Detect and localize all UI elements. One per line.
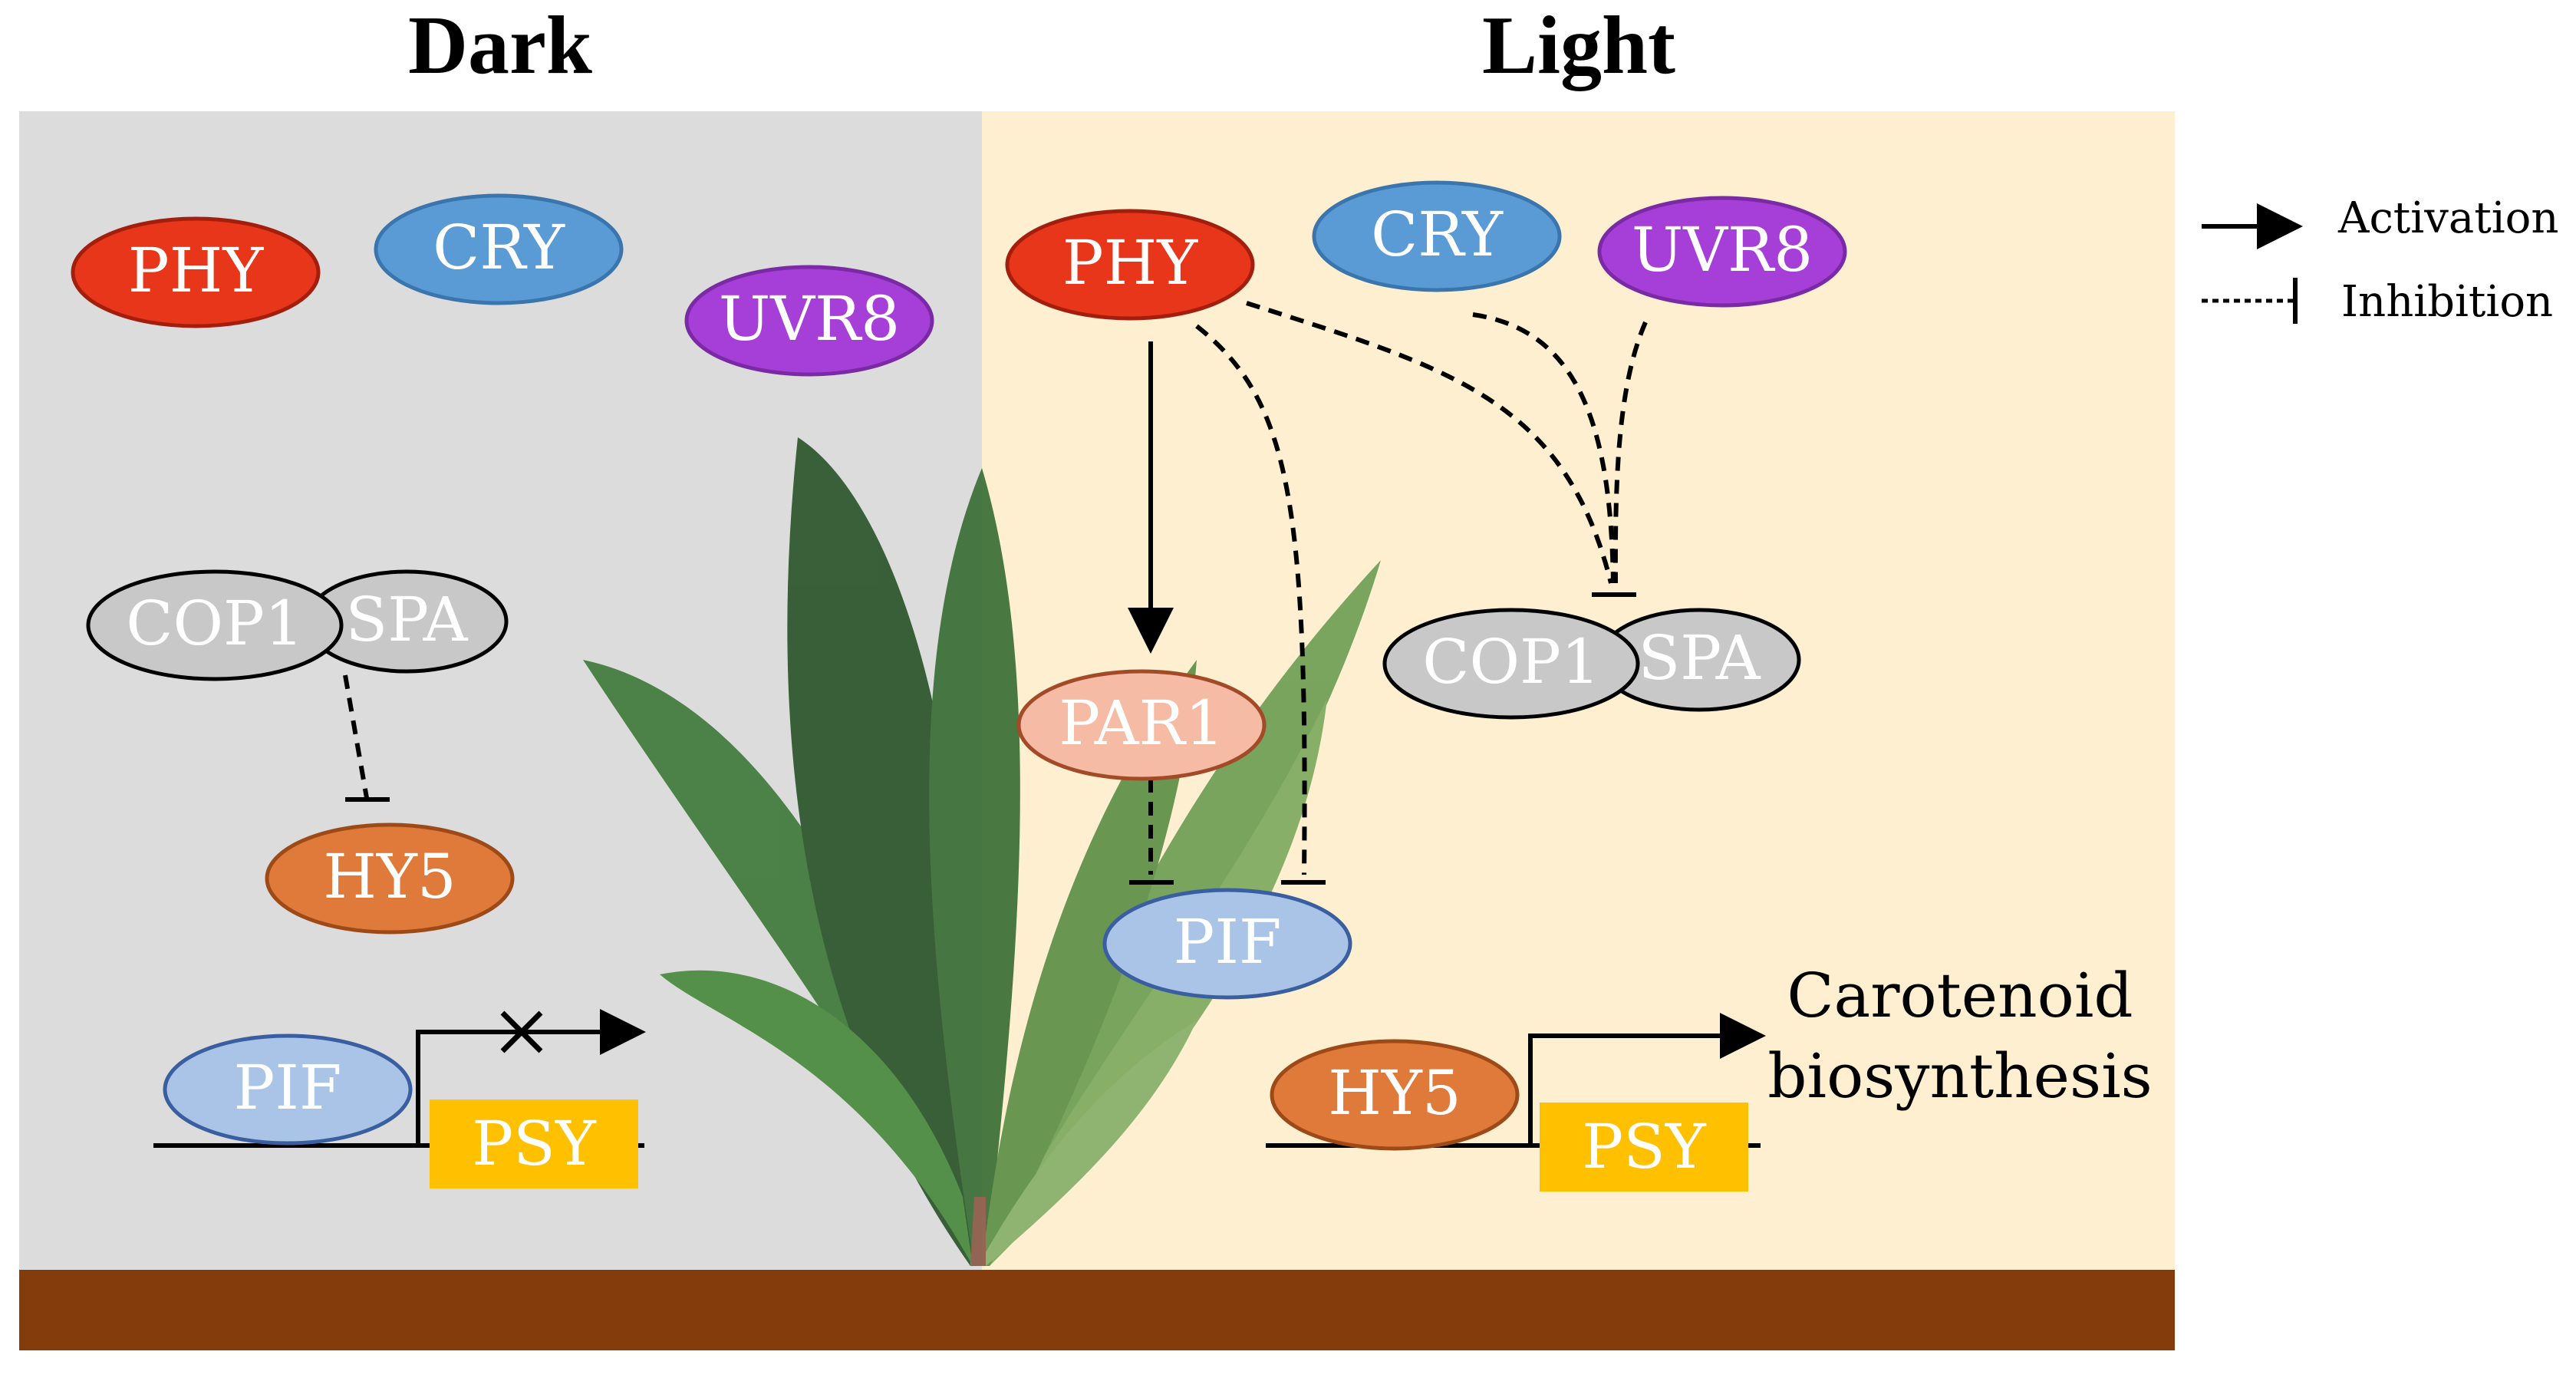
uvr8-inhibits-cop1: [1612, 321, 1648, 584]
dark-cop1-node: [86, 569, 344, 681]
legend-inhibition-label: Inhibition: [2341, 277, 2553, 327]
light-par1-node: [1016, 669, 1267, 781]
output-label-line1: Carotenoid: [1787, 960, 2133, 1031]
light-uvr8-label: UVR8: [1632, 214, 1813, 285]
dark-uvr8-node: [684, 265, 934, 377]
dark-cop1-spa-complex: SPA COP1: [86, 569, 509, 681]
light-cop1-label: COP1: [1422, 626, 1600, 697]
light-title: Light: [1482, 0, 1675, 91]
blocked-transcription-cross: [500, 1010, 543, 1053]
soil-strip: [19, 1270, 2175, 1350]
dark-hy5-label: HY5: [323, 841, 456, 912]
output-label-line2: biosynthesis: [1767, 1040, 2152, 1112]
dark-psy-gene: [430, 1099, 638, 1188]
light-psy-gene: [1540, 1103, 1748, 1192]
dark-cry-node: [374, 193, 624, 305]
light-par1-label: PAR1: [1059, 687, 1224, 759]
light-phy-node: [1005, 209, 1255, 321]
light-spa-label: SPA: [1638, 622, 1761, 694]
dark-pif-node: [163, 1034, 413, 1146]
phy-inhibits-pif: [1195, 324, 1307, 875]
dark-uvr8-label: UVR8: [719, 283, 900, 354]
light-promoter-arrow: [1528, 1013, 1766, 1146]
light-photoreceptors: PHY CRY UVR8: [1005, 180, 1847, 321]
phy-inhibits-cop1: [1246, 301, 1613, 584]
light-cry-label: CRY: [1371, 199, 1504, 270]
light-cop1-node: [1382, 608, 1640, 720]
light-pif-label: PIF: [1174, 906, 1282, 977]
dark-pif-label: PIF: [234, 1052, 342, 1123]
dark-phy-node: [71, 216, 321, 328]
legend: Activation Inhibition: [2202, 193, 2558, 327]
dark-promoter-arrow: [416, 1009, 646, 1146]
light-hy5-node: [1270, 1039, 1520, 1151]
cry-inhibits-cop1: [1472, 312, 1616, 584]
light-pif-node: [1102, 888, 1352, 1000]
light-hy5-label: HY5: [1328, 1057, 1461, 1129]
dark-title: Dark: [408, 0, 592, 91]
light-cop1-spa-complex: SPA COP1: [1382, 608, 1801, 720]
light-uvr8-node: [1597, 196, 1847, 308]
light-psy-label: PSY: [1582, 1111, 1707, 1182]
light-phy-label: PHY: [1062, 227, 1199, 298]
dark-hy5-node: [265, 823, 515, 935]
dark-photoreceptors: PHY CRY UVR8: [71, 193, 934, 377]
dark-cry-label: CRY: [433, 212, 565, 283]
dark-phy-label: PHY: [128, 235, 265, 306]
dark-spa-label: SPA: [345, 584, 468, 655]
dark-psy-label: PSY: [472, 1108, 597, 1179]
legend-activation-label: Activation: [2337, 193, 2558, 243]
dark-cop1-label: COP1: [126, 588, 304, 659]
light-cry-node: [1312, 180, 1562, 292]
dark-cop1-inhibits-hy5: [343, 674, 369, 799]
spinach-plant-illustration: [583, 437, 1381, 1266]
